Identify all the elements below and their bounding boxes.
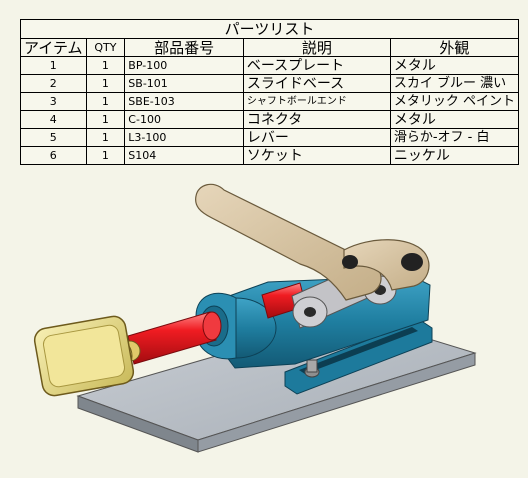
socket-pad-face	[42, 324, 126, 388]
slide-base-slot	[299, 327, 418, 374]
connector-pin-left	[304, 307, 316, 317]
lever-arm	[195, 183, 382, 301]
row-part-number: BP-100	[124, 56, 244, 75]
lever-pivot	[342, 255, 358, 269]
row-appearance: スカイ ブルー 濃い	[389, 74, 520, 93]
parts-list-table: パーツリスト アイテム QTY 部品番号 説明 外観 1 1 BP-100 ベー…	[20, 19, 520, 165]
table-row: 1 1 BP-100 ベースプレート メタル	[20, 56, 520, 75]
row-qty: 1	[85, 146, 126, 165]
lever	[195, 183, 430, 301]
row-description: コネクタ	[242, 110, 391, 129]
column-header-description: 説明	[242, 38, 391, 57]
shaft-end	[202, 311, 222, 341]
row-description: ベースプレート	[242, 56, 391, 75]
table-row: 2 1 SB-101 スライドベース スカイ ブルー 濃い	[20, 74, 520, 93]
row-appearance: メタリック ペイント	[389, 92, 520, 111]
row-appearance: ニッケル	[389, 146, 520, 165]
base-plate-side	[197, 352, 476, 453]
row-part-number: S104	[124, 146, 244, 165]
lever-cam	[343, 239, 430, 291]
table-row: 3 1 SBE-103 シャフトボールエンド メタリック ペイント	[20, 92, 520, 111]
row-part-number: SBE-103	[124, 92, 244, 111]
row-item: 6	[20, 146, 87, 165]
parts-list-header-row: アイテム QTY 部品番号 説明 外観	[20, 38, 520, 57]
table-row: 6 1 S104 ソケット ニッケル	[20, 146, 520, 165]
table-row: 4 1 C-100 コネクタ メタル	[20, 110, 520, 129]
shaft-rod	[127, 311, 217, 365]
slide-base-screw-head	[306, 359, 318, 373]
row-description: レバー	[242, 128, 391, 147]
row-description: ソケット	[242, 146, 391, 165]
socket	[33, 315, 135, 397]
lever-hole	[401, 253, 423, 271]
